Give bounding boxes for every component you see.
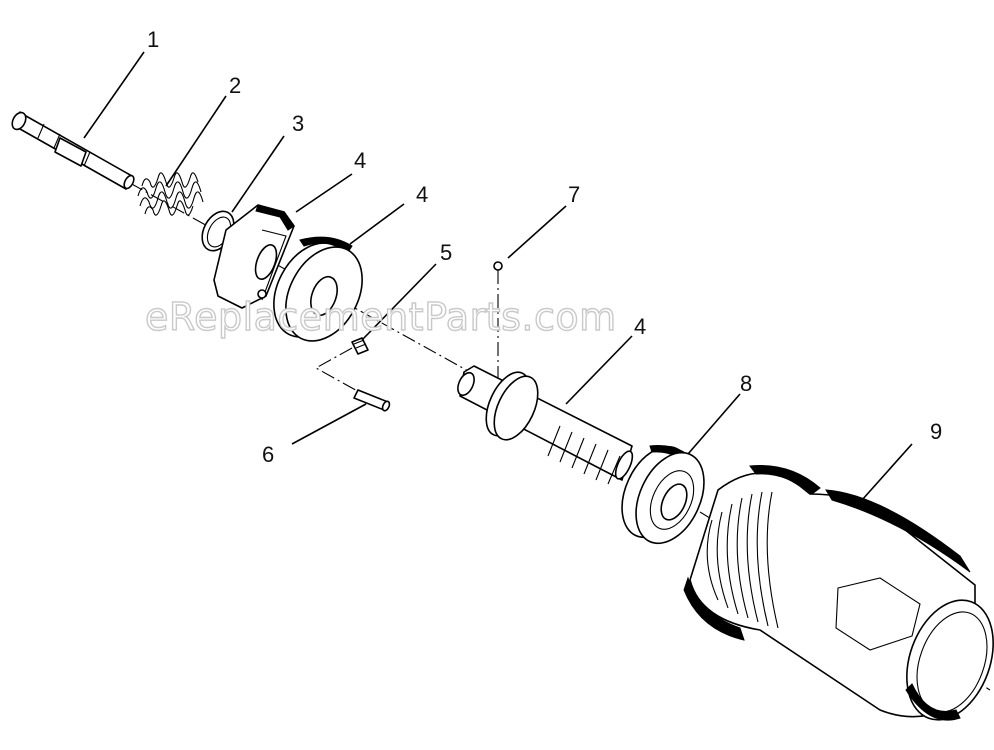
watermark-text: eReplacementParts.com [145,295,617,339]
callout-9: 9 [930,419,942,444]
part-4-cam-washer [273,236,363,342]
callout-7: 7 [568,182,580,207]
callout-4-splined-shaft: 4 [634,314,646,339]
callout-4-cam-block: 4 [354,148,366,173]
part-5-set-screw [351,337,369,355]
part-7-ball [493,261,503,271]
part-6-dowel-pin [353,389,391,412]
callout-3: 3 [292,111,304,136]
callout-8: 8 [740,371,752,396]
part-2-spring [137,172,204,216]
part-1-shaft [11,111,135,190]
part-8-bearing [621,445,705,545]
callout-5: 5 [440,240,452,265]
callout-4-cam-washer: 4 [416,182,428,207]
part-9-housing [683,464,994,721]
callout-1: 1 [147,27,159,52]
callout-2: 2 [229,73,241,98]
leader-lines [83,51,913,501]
part-4-cam-block [213,204,295,309]
part-4-splined-shaft [457,365,634,485]
callout-6: 6 [262,442,274,467]
